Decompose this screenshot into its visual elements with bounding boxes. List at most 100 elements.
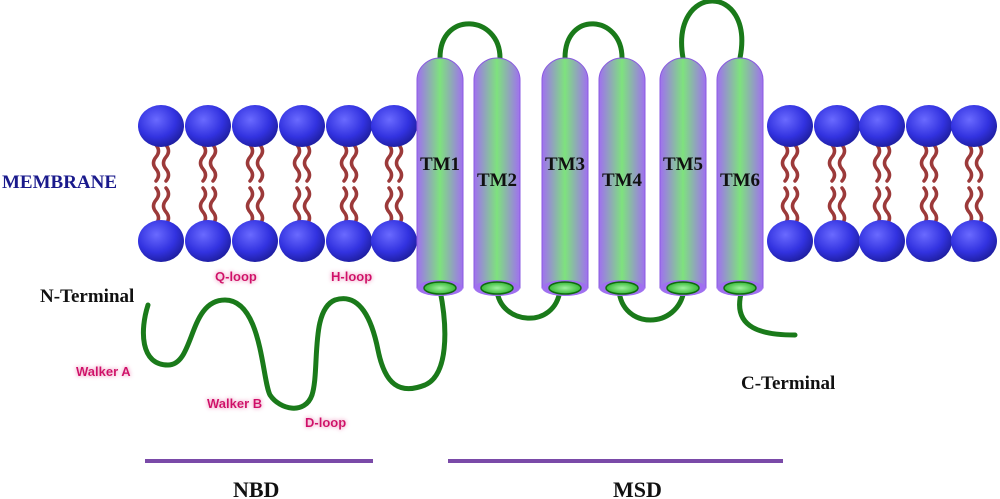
lipid-head [185, 220, 231, 262]
lipid-head [906, 105, 952, 147]
lipid-head [814, 105, 860, 147]
lipid-tail [827, 143, 837, 183]
lipid-head [279, 105, 325, 147]
phospholipid-pair [326, 105, 372, 262]
lipid-tail [872, 186, 882, 226]
d-loop-label: D-loop [305, 415, 346, 430]
lipid-tail [161, 186, 171, 226]
lipid-tail [255, 143, 265, 183]
helix-tm3: TM3 [541, 57, 589, 296]
lipid-tail [919, 143, 929, 183]
loop-tm2-tm3 [494, 287, 563, 321]
lipid-tail [384, 186, 394, 226]
lipid-tail [302, 143, 312, 183]
lipid-head [767, 105, 813, 147]
helix-bottom-cap [666, 281, 700, 295]
lipid-tail [974, 143, 984, 183]
lipid-tail [151, 186, 161, 226]
lipid-tail [339, 143, 349, 183]
lipid-tail [964, 186, 974, 226]
helix-tm6: TM6 [716, 57, 764, 296]
lipid-tail [255, 186, 265, 226]
lipid-tail [394, 186, 404, 226]
lipid-head [371, 105, 417, 147]
lipid-tail [208, 186, 218, 226]
n-terminal-chain [141, 287, 448, 411]
n-terminal-label: N-Terminal [40, 286, 134, 307]
helix-body [716, 57, 764, 289]
lipid-head [906, 220, 952, 262]
nbd-label: NBD [233, 477, 279, 499]
lipid-tail [339, 186, 349, 226]
helix-label: TM5 [663, 154, 703, 175]
q-loop-label: Q-loop [215, 269, 257, 284]
lipid-tail [198, 143, 208, 183]
lipid-tail [882, 143, 892, 183]
helix-bottom-cap [605, 281, 639, 295]
lipid-tail [964, 143, 974, 183]
helix-body [541, 57, 589, 289]
lipid-head [859, 105, 905, 147]
helix-tm4: TM4 [598, 57, 646, 296]
lipid-tail [790, 143, 800, 183]
lipid-head [232, 105, 278, 147]
lipid-tail [349, 186, 359, 226]
lipid-head [185, 105, 231, 147]
lipid-tail [394, 143, 404, 183]
loop-tm5-tm6 [679, 0, 745, 61]
lipid-tail [292, 186, 302, 226]
lipid-tail [837, 186, 847, 226]
lipid-tail [790, 186, 800, 226]
lipid-tail [919, 186, 929, 226]
lipid-head [279, 220, 325, 262]
lipid-tail [245, 143, 255, 183]
lipid-tail [292, 143, 302, 183]
helix-body [473, 57, 521, 289]
c-terminal-label: C-Terminal [741, 373, 835, 394]
phospholipid-pair [859, 105, 905, 262]
phospholipid-pair [814, 105, 860, 262]
loop-tm1-tm2 [437, 21, 503, 61]
lipid-head [767, 220, 813, 262]
walker-b-label: Walker B [207, 396, 262, 411]
lipid-bilayer-left [138, 105, 417, 262]
lipid-tail [245, 186, 255, 226]
extracellular-loops [437, 0, 745, 61]
loop-tm3-tm4 [562, 21, 625, 61]
lipid-tail [208, 143, 218, 183]
lipid-head [232, 220, 278, 262]
phospholipid-pair [371, 105, 417, 262]
lipid-tail [302, 186, 312, 226]
phospholipid-pair [138, 105, 184, 262]
phospholipid-pair [951, 105, 997, 262]
lipid-tail [161, 143, 171, 183]
helix-body [598, 57, 646, 289]
lipid-head [371, 220, 417, 262]
lipid-head [951, 220, 997, 262]
lipid-bilayer-right [767, 105, 997, 262]
lipid-head [138, 105, 184, 147]
phospholipid-pair [185, 105, 231, 262]
phospholipid-pair [906, 105, 952, 262]
helix-bottom-cap [548, 281, 582, 295]
membrane-label: MEMBRANE [2, 172, 117, 193]
helix-tm5: TM5 [659, 57, 707, 296]
helix-tm2: TM2 [473, 57, 521, 296]
lipid-head [859, 220, 905, 262]
lipid-head [326, 220, 372, 262]
phospholipid-pair [279, 105, 325, 262]
walker-a-label: Walker A [76, 364, 131, 379]
lipid-tail [872, 143, 882, 183]
h-loop-label: H-loop [331, 269, 372, 284]
loop-tm4-tm5 [616, 287, 687, 323]
intracellular-chain [141, 287, 798, 411]
helix-bottom-cap [423, 281, 457, 295]
lipid-tail [780, 143, 790, 183]
phospholipid-pair [767, 105, 813, 262]
lipid-tail [780, 186, 790, 226]
helix-label: TM3 [545, 154, 585, 175]
lipid-tail [349, 143, 359, 183]
lipid-head [814, 220, 860, 262]
